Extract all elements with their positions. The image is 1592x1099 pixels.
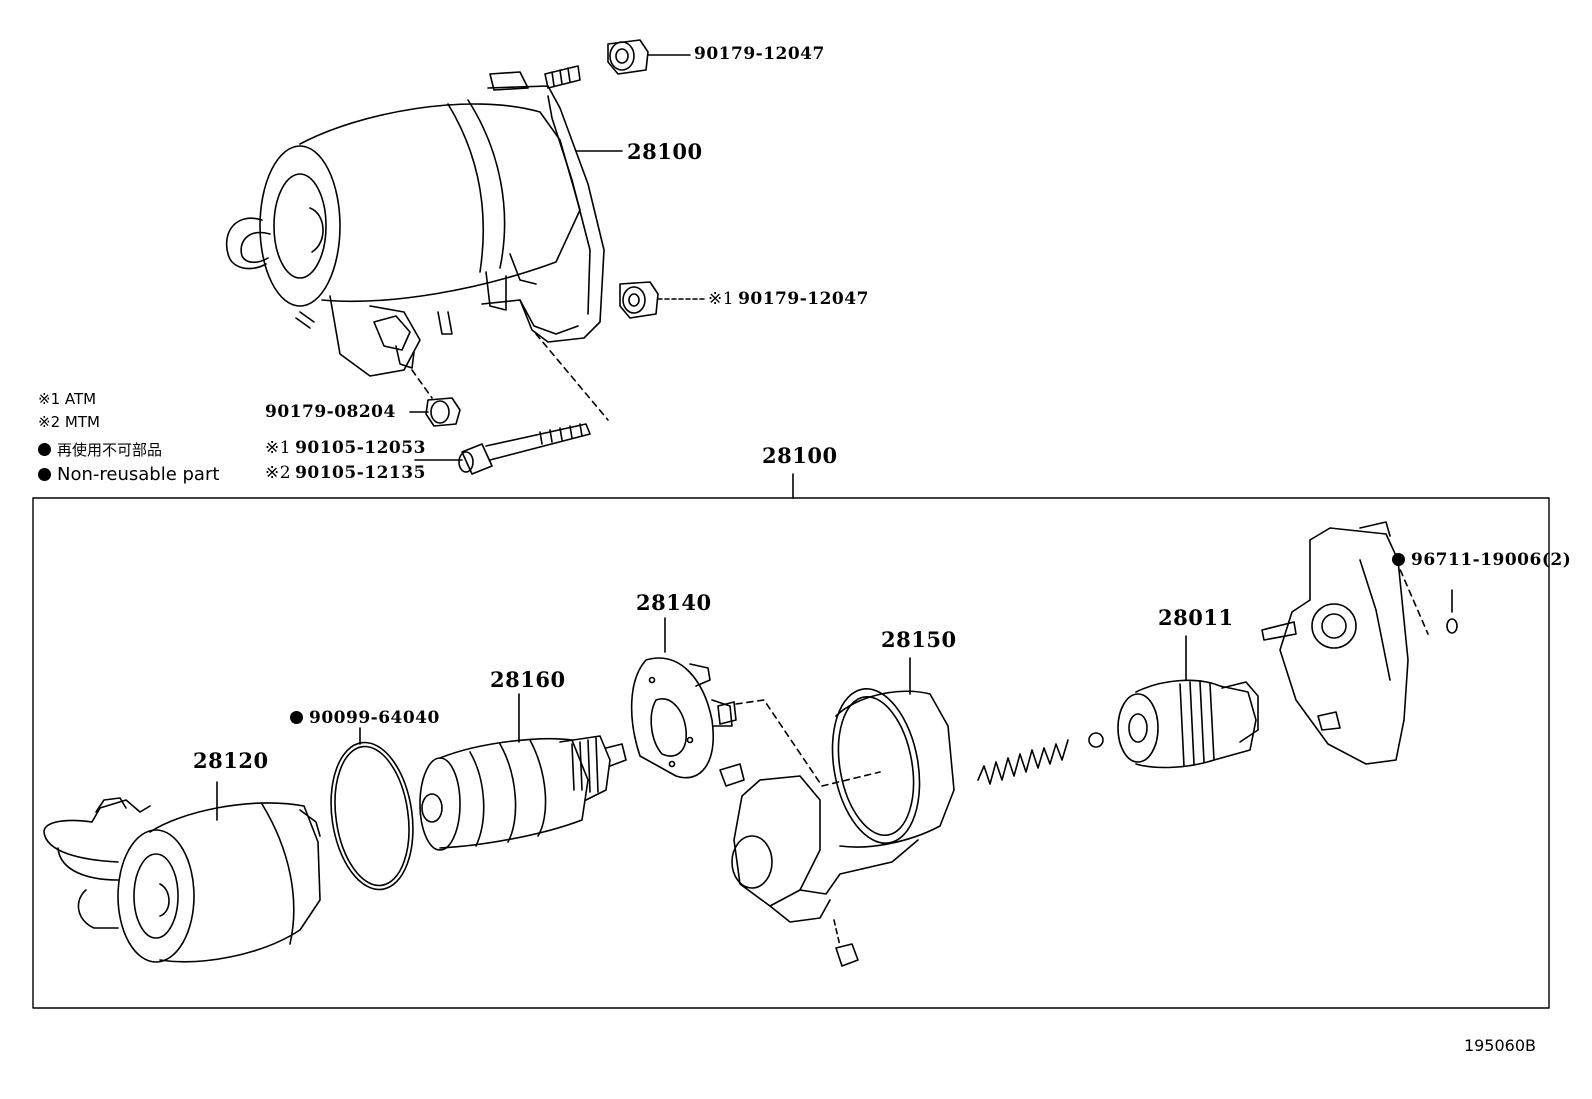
non-reusable-dot-icon <box>290 711 303 724</box>
label-nut-atm-number: 90179-12047 <box>738 289 869 309</box>
non-reusable-dot-icon <box>38 443 51 456</box>
label-assembly-28100: 28100 <box>627 139 703 164</box>
label-o-ring: 90099-64040 <box>290 710 440 727</box>
through-bolt-drawing <box>414 423 591 475</box>
solenoid-housing-drawing <box>717 657 955 967</box>
spring-drawing <box>977 732 1104 785</box>
figure-code: 195060B <box>1463 1036 1536 1055</box>
label-solenoid: 28150 <box>881 627 957 652</box>
label-armature: 28160 <box>490 667 566 692</box>
label-bolt-mtm-mark: ※2 <box>265 463 292 483</box>
label-nut-atm-mark: ※1 <box>708 289 735 309</box>
label-bolt-atm-mark: ※1 <box>265 438 292 458</box>
label-housing-seal-number: 96711-19006(2) <box>1411 550 1572 570</box>
brush-holder-drawing <box>630 617 733 779</box>
label-yoke: 28120 <box>193 748 269 773</box>
o-ring-drawing <box>330 727 414 891</box>
clutch-drawing <box>1117 635 1259 769</box>
legend-non-reusable-jp: 再使用不可部品 <box>38 443 162 458</box>
legend-note-mtm: ※2 MTM <box>38 413 100 431</box>
label-housing-seal: 96711-19006(2) <box>1392 552 1571 569</box>
terminal-nut-drawing <box>409 397 461 427</box>
non-reusable-dot-icon <box>38 468 51 481</box>
label-terminal-nut: 90179-08204 <box>265 402 396 422</box>
label-o-ring-number: 90099-64040 <box>309 708 440 728</box>
label-brush-holder: 28140 <box>636 590 712 615</box>
label-clutch: 28011 <box>1158 605 1234 630</box>
nut-atm-drawing <box>619 281 707 319</box>
legend-note-atm: ※1 ATM <box>38 390 97 408</box>
legend-non-reusable-jp-text: 再使用不可部品 <box>57 441 163 459</box>
box-title-28100: 28100 <box>762 443 838 468</box>
starter-assembly-drawing <box>225 65 609 421</box>
yoke-drawing <box>43 781 321 963</box>
label-bolt-mtm-number: 90105-12135 <box>295 463 426 483</box>
label-bolt-atm-number: 90105-12053 <box>295 438 426 458</box>
non-reusable-dot-icon <box>1392 553 1405 566</box>
assembly-box-frame <box>32 497 1550 1009</box>
legend-non-reusable-en-text: Non-reusable part <box>57 464 220 485</box>
label-nut-top: 90179-12047 <box>694 44 825 64</box>
legend-non-reusable-en: Non-reusable part <box>38 466 219 484</box>
nut-top-drawing <box>607 39 691 75</box>
armature-drawing <box>419 693 627 851</box>
drive-housing-drawing <box>1261 521 1458 765</box>
